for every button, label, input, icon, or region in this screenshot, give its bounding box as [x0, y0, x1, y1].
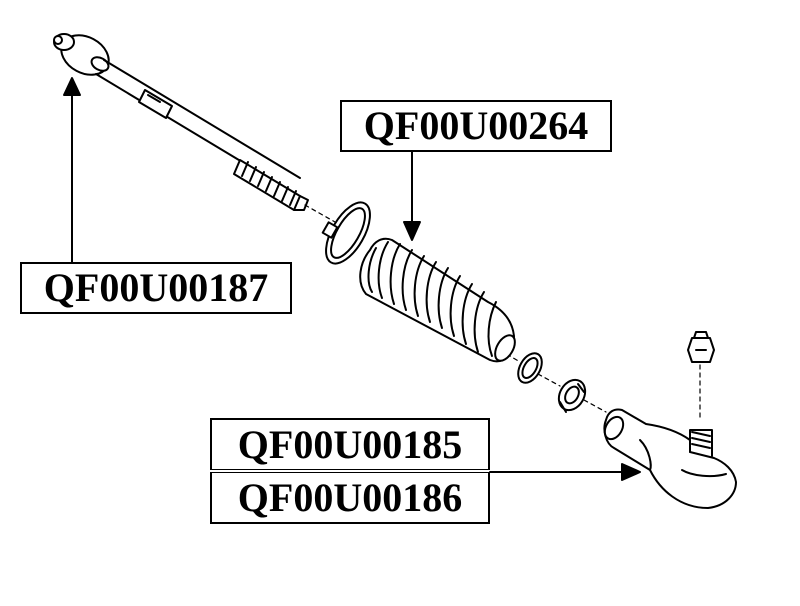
leader-arrow-187: [63, 77, 81, 263]
part-number-label-inner-tie-rod: QF00U00187: [20, 262, 292, 314]
boot-clamp-large: [321, 201, 371, 265]
part-number-label-boot: QF00U00264: [340, 100, 612, 152]
lock-nut: [557, 378, 587, 413]
steering-rack-boot: [359, 237, 516, 363]
part-number-label-tie-rod-end-2: QF00U00186: [210, 472, 490, 524]
tie-rod-end: [603, 331, 737, 509]
boot-clamp-small: [517, 352, 543, 384]
leader-arrow-264: [403, 151, 421, 241]
leader-arrow-185-186: [489, 463, 641, 481]
part-number-label-tie-rod-end-1: QF00U00185: [210, 418, 490, 470]
inner-tie-rod: [53, 33, 309, 211]
